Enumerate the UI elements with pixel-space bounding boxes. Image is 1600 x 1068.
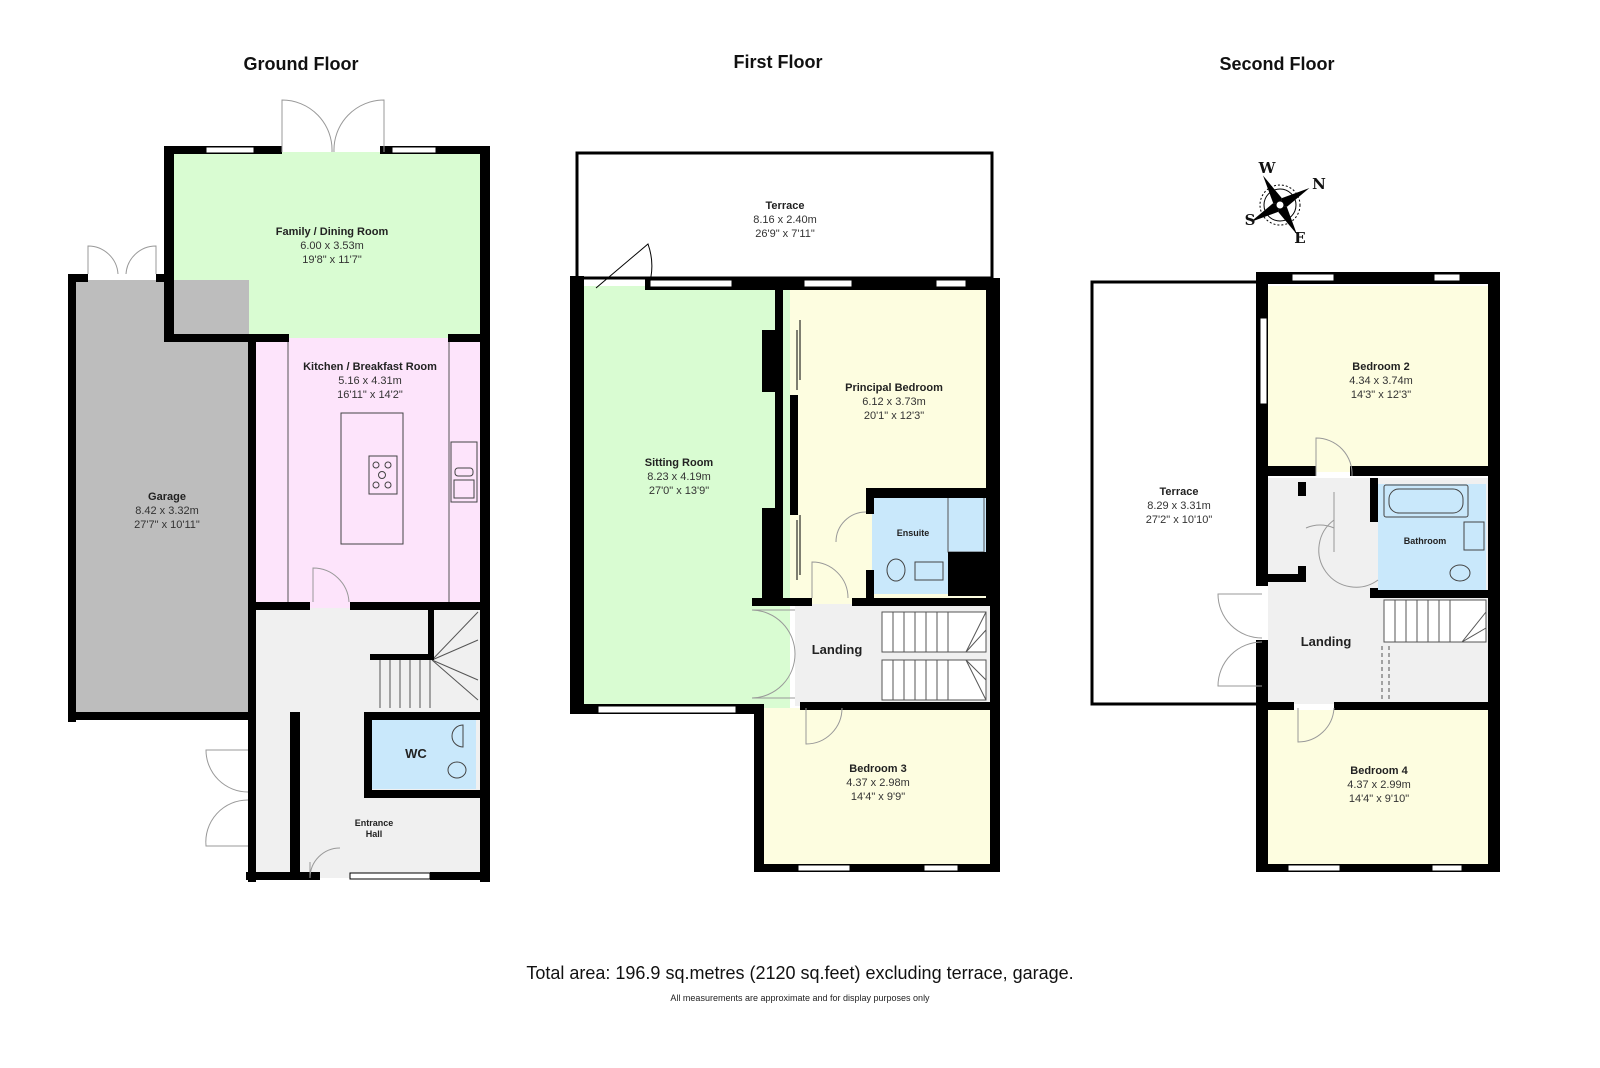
- terrace-first-label: Terrace 8.16 x 2.40m 26'9" x 7'11": [753, 200, 817, 240]
- entrance-hall-label: Entrance Hall: [354, 818, 394, 839]
- wc-area: [368, 717, 476, 789]
- compass-east-label: E: [1294, 229, 1306, 247]
- second-floor-plan: [1090, 272, 1500, 872]
- bedroom4-label: Bedroom 4 4.37 x 2.99m 14'4" x 9'10": [1347, 765, 1411, 805]
- terrace-second-label: Terrace 8.29 x 3.31m 27'2" x 10'10": [1145, 486, 1213, 526]
- first-floor-plan: [570, 151, 1000, 872]
- first-floor-title: First Floor: [733, 52, 823, 72]
- bedroom2-label: Bedroom 2 4.34 x 3.74m 14'3" x 12'3": [1349, 361, 1413, 401]
- kitchen-island: [340, 412, 404, 545]
- bedroom3-label: Bedroom 3 4.37 x 2.98m 14'4" x 9'9": [846, 763, 910, 803]
- sink-icon: [450, 441, 478, 503]
- wc-label: WC: [405, 746, 427, 761]
- sitting-room-area: [578, 286, 790, 708]
- bedroom3-area: [763, 708, 992, 866]
- compass-rose-icon: [1250, 175, 1310, 235]
- bedroom4-area: [1268, 710, 1490, 866]
- ground-floor-title: Ground Floor: [243, 54, 359, 74]
- bathroom-label: Bathroom: [1403, 536, 1447, 546]
- total-area-text: Total area: 196.9 sq.metres (2120 sq.fee…: [526, 963, 1074, 983]
- terrace-first-area: [575, 151, 994, 280]
- landing-second-label: Landing: [1300, 634, 1352, 649]
- compass-west-label: W: [1258, 159, 1276, 177]
- garage-label: Garage 8.42 x 3.32m 27'7" x 10'11": [134, 491, 200, 531]
- disclaimer-text: All measurements are approximate and for…: [670, 993, 930, 1003]
- landing-first-label: Landing: [811, 642, 863, 657]
- principal-bedroom-label: Principal Bedroom 6.12 x 3.73m 20'1" x 1…: [845, 382, 943, 422]
- kitchen-label: Kitchen / Breakfast Room 5.16 x 4.31m 16…: [303, 361, 437, 401]
- sitting-room-label: Sitting Room 8.23 x 4.19m 27'0" x 13'9": [644, 457, 714, 497]
- ground-floor-plan: [68, 99, 490, 882]
- hob-icon: [368, 455, 398, 495]
- family-dining-room-label: Family / Dining Room 6.00 x 3.53m 19'8" …: [275, 226, 389, 266]
- garage-area: [75, 280, 249, 717]
- compass-north-label: N: [1312, 175, 1326, 193]
- bedroom2-area: [1268, 286, 1490, 472]
- terrace-second-area: [1090, 280, 1262, 706]
- ensuite-label: Ensuite: [896, 528, 930, 538]
- compass-south-label: S: [1244, 211, 1256, 229]
- second-floor-title: Second Floor: [1219, 54, 1335, 74]
